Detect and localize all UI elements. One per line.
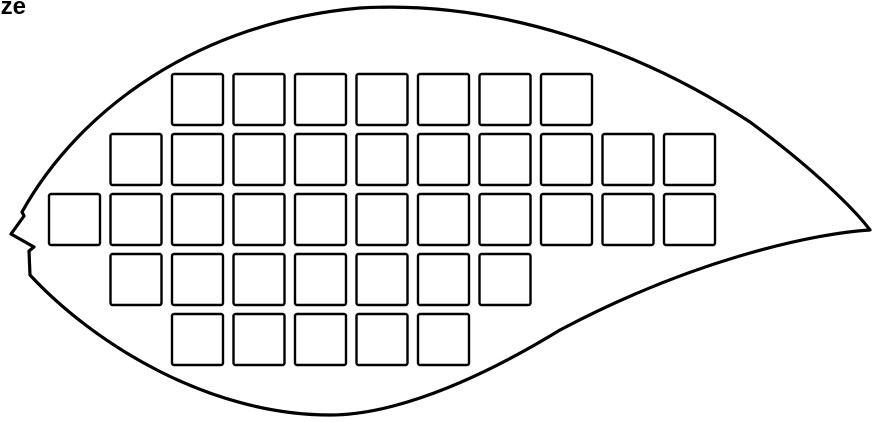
grid-cell (418, 134, 469, 185)
grid-cell (418, 254, 469, 305)
grid-cell (111, 254, 162, 305)
grid-cell (234, 314, 285, 365)
grid-cell (172, 314, 223, 365)
grid-cells (49, 74, 715, 365)
grid-cell (480, 194, 531, 245)
grid-cell (603, 194, 654, 245)
grid-cell (418, 314, 469, 365)
grid-cell (234, 254, 285, 305)
grid-cell (111, 134, 162, 185)
grid-cell (111, 194, 162, 245)
grid-cell (295, 254, 346, 305)
grid-cell (480, 74, 531, 125)
grid-cell (480, 134, 531, 185)
grid-cell (234, 134, 285, 185)
grid-cell (357, 74, 408, 125)
grid-cell (418, 194, 469, 245)
grid-cell (234, 74, 285, 125)
grid-cell (234, 194, 285, 245)
grid-cell (295, 74, 346, 125)
grid-cell (357, 314, 408, 365)
grid-cell (541, 134, 592, 185)
grid-cell (295, 314, 346, 365)
grid-cell (295, 194, 346, 245)
grid-cell (664, 134, 715, 185)
grid-cell (480, 254, 531, 305)
grid-cell (541, 74, 592, 125)
grid-cell (357, 254, 408, 305)
grid-cell (172, 254, 223, 305)
grid-cell (295, 134, 346, 185)
grid-cell (172, 74, 223, 125)
grid-cell (418, 74, 469, 125)
grid-cell (172, 194, 223, 245)
grid-cell (172, 134, 223, 185)
grid-cell (357, 134, 408, 185)
grid-cell (357, 194, 408, 245)
grid-cell (49, 194, 100, 245)
grid-cell (603, 134, 654, 185)
grid-cell (541, 194, 592, 245)
grid-cell (664, 194, 715, 245)
